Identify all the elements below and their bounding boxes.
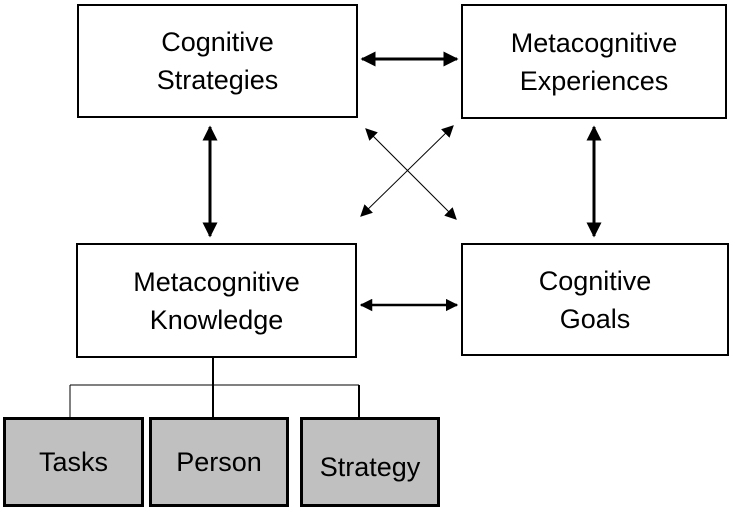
node-label-line2: Strategies — [156, 65, 279, 95]
node-label: Tasks — [38, 447, 109, 477]
node-cognitive-strategies: Cognitive Strategies — [77, 4, 358, 118]
node-label: Strategy — [319, 452, 421, 482]
node-metacognitive-knowledge: Metacognitive Knowledge — [76, 243, 357, 358]
node-label-line2: Experiences — [519, 65, 669, 96]
node-label: Person — [176, 447, 262, 477]
node-label-line1: Metacognitive — [133, 266, 300, 297]
node-label-line2: Knowledge — [149, 304, 284, 335]
node-label-line1: Metacognitive — [510, 27, 678, 58]
node-label-line1: Cognitive — [538, 265, 652, 296]
node-label-line2: Goals — [559, 303, 631, 334]
arrow-experiences-knowledge-diagonal — [360, 125, 454, 217]
node-tasks: Tasks — [3, 417, 144, 507]
node-cognitive-goals: Cognitive Goals — [461, 243, 729, 356]
node-label-line1: Cognitive — [161, 27, 274, 57]
arrow-strategies-goals-diagonal — [365, 128, 457, 220]
node-person: Person — [149, 417, 289, 507]
node-metacognitive-experiences: Metacognitive Experiences — [461, 4, 727, 119]
node-strategy: Strategy — [300, 417, 440, 507]
